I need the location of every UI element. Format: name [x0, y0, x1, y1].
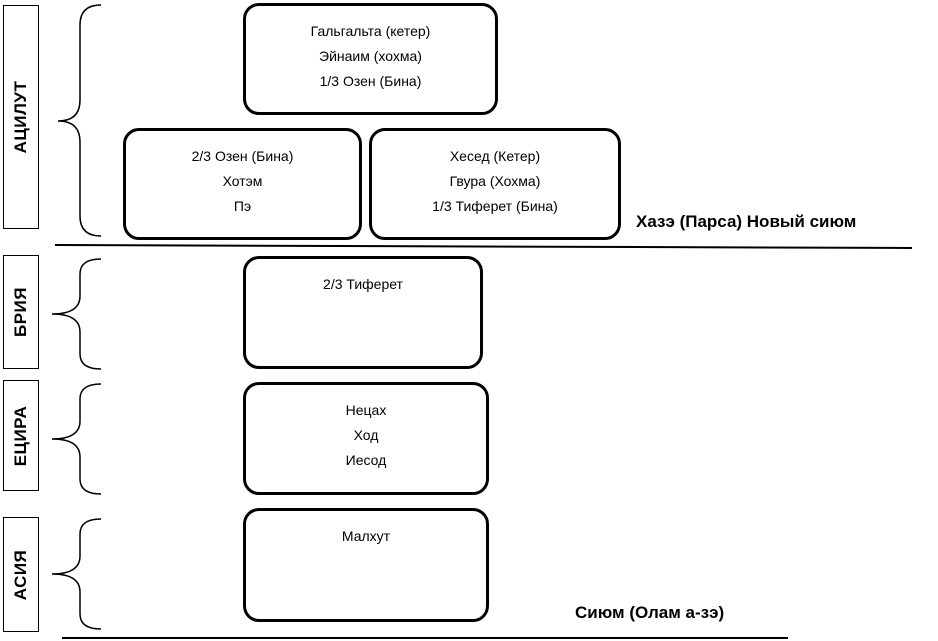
box-line: Хесед (Кетер) [449, 148, 541, 164]
box-line: Эйнаим (хохма) [319, 48, 422, 64]
box-line: Нецах [345, 402, 387, 418]
world-label-atzilut: АЦИЛУТ [3, 5, 39, 229]
box-line: Пэ [233, 198, 252, 214]
world-label-asiya: АСИЯ [3, 517, 39, 632]
box-ozen-hotem-pe: 2/3 Озен (Бина) Хотэм Пэ [123, 128, 362, 240]
box-line: 2/3 Тиферет [323, 276, 403, 292]
brace-yetzira [51, 383, 102, 495]
box-line: Гвура (Хохма) [449, 173, 541, 189]
box-line: 1/3 Озен (Бина) [319, 73, 422, 89]
box-line: 1/3 Тиферет (Бина) [432, 198, 558, 214]
box-asiya-malhut: Малхут [243, 508, 489, 622]
box-galgalta: Гальгальта (кетер) Эйнаим (хохма) 1/3 Оз… [243, 3, 498, 115]
caption-sium: Сиюм (Олам а-зэ) [575, 603, 725, 622]
brace-asiya [51, 518, 102, 630]
box-line: 2/3 Озен (Бина) [191, 148, 294, 164]
box-line: Гальгальта (кетер) [310, 23, 431, 39]
caption-haze-parsa: Хазэ (Парса) Новый сиюм [636, 212, 857, 231]
world-label-beria: БРИЯ [3, 255, 39, 369]
box-line: Малхут [341, 528, 391, 544]
box-line: Ход [353, 427, 379, 443]
world-label-yetzira: ЕЦИРА [3, 380, 39, 491]
box-yetzira: Нецах Ход Иесод [243, 382, 489, 495]
brace-atzilut [57, 4, 102, 237]
box-line: Хотэм [222, 173, 263, 189]
box-beria-tiferet: 2/3 Тиферет [243, 256, 483, 369]
brace-beria [51, 258, 102, 370]
box-hesed-gvura-tiferet: Хесед (Кетер) Гвура (Хохма) 1/3 Тиферет … [369, 128, 621, 240]
parsa-line [54, 244, 913, 249]
box-line: Иесод [345, 452, 387, 468]
